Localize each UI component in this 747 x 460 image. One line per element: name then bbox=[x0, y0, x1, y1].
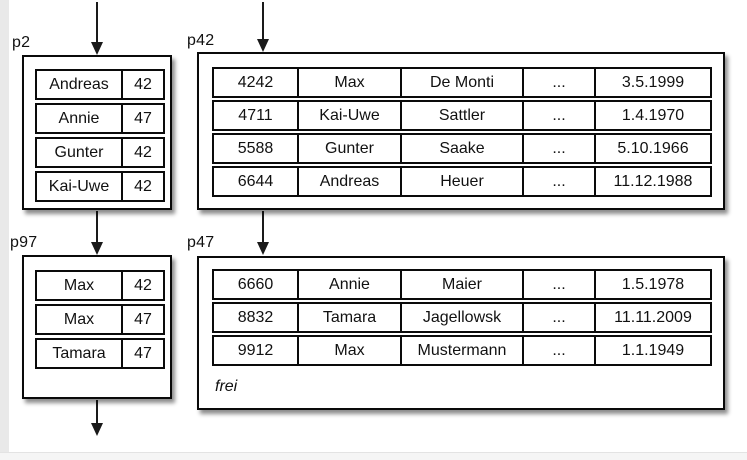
cell-date: 11.11.2009 bbox=[594, 304, 710, 331]
record-row: Annie 47 bbox=[35, 103, 165, 134]
record-row: Andreas 42 bbox=[35, 69, 165, 100]
arrow-into-p2-line bbox=[96, 2, 98, 43]
cell-date: 11.12.1988 bbox=[594, 168, 710, 195]
record-row: Tamara 47 bbox=[35, 338, 165, 369]
cell-date: 3.5.1999 bbox=[594, 69, 710, 96]
cell-firstname: Tamara bbox=[297, 304, 400, 331]
record-row: Max 42 bbox=[35, 270, 165, 301]
page-label-p2: p2 bbox=[12, 34, 31, 51]
record-row: 4242 Max De Monti ... 3.5.1999 bbox=[212, 67, 712, 98]
cell-firstname: Max bbox=[297, 337, 400, 364]
cell-ellipsis: ... bbox=[522, 304, 594, 331]
record-row: 4711 Kai-Uwe Sattler ... 1.4.1970 bbox=[212, 100, 712, 131]
cell-pointer: 47 bbox=[121, 306, 163, 333]
cell-lastname: Sattler bbox=[400, 102, 522, 129]
cell-key: Tamara bbox=[52, 344, 106, 362]
cell-firstname: Annie bbox=[297, 271, 400, 298]
cell-ellipsis: ... bbox=[522, 168, 594, 195]
cell-ellipsis: ... bbox=[522, 135, 594, 162]
cell-lastname: Saake bbox=[400, 135, 522, 162]
cell-lastname: Mustermann bbox=[400, 337, 522, 364]
record-table-p47: 6660 Annie Maier ... 1.5.1978 8832 Tamar… bbox=[212, 269, 712, 368]
cell-date: 5.10.1966 bbox=[594, 135, 710, 162]
cell-id: 4711 bbox=[238, 106, 273, 124]
record-row: 9912 Max Mustermann ... 1.1.1949 bbox=[212, 335, 712, 366]
cell-ellipsis: ... bbox=[522, 271, 594, 298]
cell-date: 1.1.1949 bbox=[594, 337, 710, 364]
cell-lastname: De Monti bbox=[400, 69, 522, 96]
page-label-p42: p42 bbox=[187, 32, 215, 49]
cell-date: 1.4.1970 bbox=[594, 102, 710, 129]
arrow-into-p2-head-icon bbox=[91, 42, 103, 55]
cell-id: 6644 bbox=[237, 172, 274, 190]
cell-pointer: 42 bbox=[121, 173, 163, 200]
record-row: Max 47 bbox=[35, 304, 165, 335]
arrow-p42-to-p47-line bbox=[262, 211, 264, 243]
page-box-p2: Andreas 42 Annie 47 Gunter 42 Kai-Uwe 42 bbox=[22, 55, 172, 210]
record-row: Gunter 42 bbox=[35, 137, 165, 168]
cell-ellipsis: ... bbox=[522, 102, 594, 129]
bottom-edge-strip bbox=[0, 452, 747, 460]
cell-firstname: Andreas bbox=[297, 168, 400, 195]
cell-key: Kai-Uwe bbox=[48, 177, 110, 195]
cell-id: 8832 bbox=[237, 308, 274, 326]
page-label-p47: p47 bbox=[187, 234, 215, 251]
cell-lastname: Maier bbox=[400, 271, 522, 298]
cell-lastname: Jagellowsk bbox=[400, 304, 522, 331]
arrow-p2-to-p97-head-icon bbox=[91, 242, 103, 255]
page-box-p42: 4242 Max De Monti ... 3.5.1999 4711 Kai-… bbox=[197, 52, 725, 210]
page-box-p47: 6660 Annie Maier ... 1.5.1978 8832 Tamar… bbox=[197, 256, 725, 410]
arrow-into-p42-head-icon bbox=[257, 39, 269, 52]
page-label-p97: p97 bbox=[10, 234, 38, 251]
cell-firstname: Kai-Uwe bbox=[297, 102, 400, 129]
arrow-out-of-p97-head-icon bbox=[91, 423, 103, 436]
cell-ellipsis: ... bbox=[522, 337, 594, 364]
cell-pointer: 42 bbox=[121, 71, 163, 98]
record-row: 6660 Annie Maier ... 1.5.1978 bbox=[212, 269, 712, 300]
cell-id: 5588 bbox=[237, 139, 274, 157]
cell-key: Gunter bbox=[54, 143, 104, 161]
page-box-p97: Max 42 Max 47 Tamara 47 bbox=[22, 255, 172, 399]
cell-id: 9912 bbox=[237, 341, 274, 359]
cell-lastname: Heuer bbox=[400, 168, 522, 195]
cell-date: 1.5.1978 bbox=[594, 271, 710, 298]
cell-pointer: 42 bbox=[121, 139, 163, 166]
cell-firstname: Gunter bbox=[297, 135, 400, 162]
cell-id: 4242 bbox=[237, 73, 274, 91]
left-edge-strip bbox=[0, 0, 9, 460]
record-row: Kai-Uwe 42 bbox=[35, 171, 165, 202]
cell-key: Andreas bbox=[49, 75, 109, 93]
record-table-p2: Andreas 42 Annie 47 Gunter 42 Kai-Uwe 42 bbox=[35, 69, 165, 205]
cell-ellipsis: ... bbox=[522, 69, 594, 96]
record-table-p97: Max 42 Max 47 Tamara 47 bbox=[35, 270, 165, 372]
arrow-p42-to-p47-head-icon bbox=[257, 242, 269, 255]
record-table-p42: 4242 Max De Monti ... 3.5.1999 4711 Kai-… bbox=[212, 67, 712, 199]
cell-pointer: 47 bbox=[121, 340, 163, 367]
arrow-p2-to-p97-line bbox=[96, 211, 98, 243]
record-row: 5588 Gunter Saake ... 5.10.1966 bbox=[212, 133, 712, 164]
cell-id: 6660 bbox=[237, 275, 274, 293]
cell-key: Max bbox=[63, 310, 95, 328]
cell-pointer: 42 bbox=[121, 272, 163, 299]
record-row: 6644 Andreas Heuer ... 11.12.1988 bbox=[212, 166, 712, 197]
cell-key: Max bbox=[63, 276, 95, 294]
cell-pointer: 47 bbox=[121, 105, 163, 132]
free-space-label: frei bbox=[215, 378, 238, 395]
record-row: 8832 Tamara Jagellowsk ... 11.11.2009 bbox=[212, 302, 712, 333]
arrow-out-of-p97-line bbox=[96, 400, 98, 424]
arrow-into-p42-line bbox=[262, 2, 264, 40]
cell-firstname: Max bbox=[297, 69, 400, 96]
cell-key: Annie bbox=[58, 109, 100, 127]
